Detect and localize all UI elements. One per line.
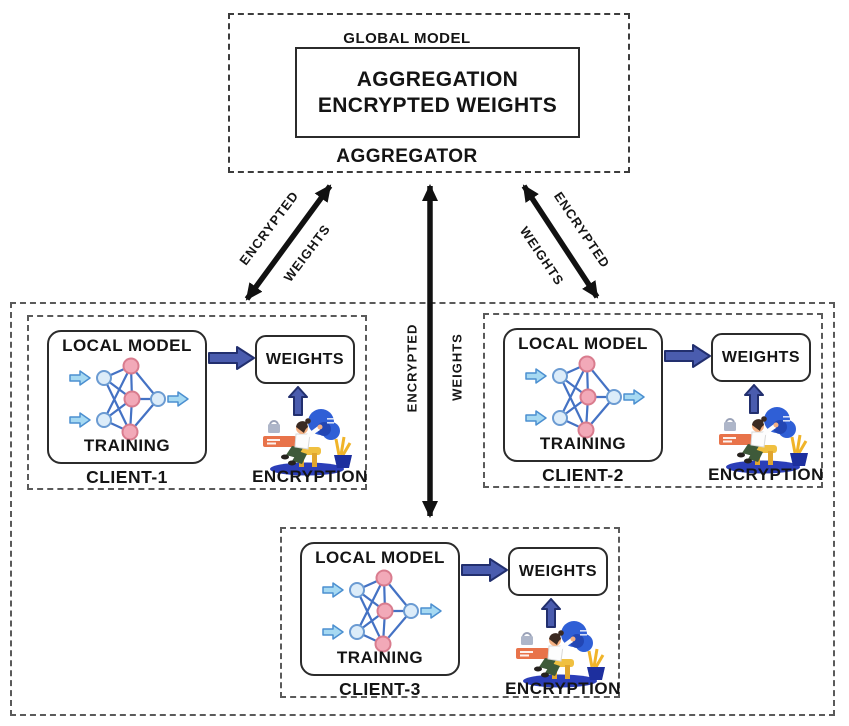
local-model-label: LOCAL MODEL: [62, 336, 192, 355]
client-3-box: LOCAL MODEL TRAINING CLIENT-3 WEIGHTS EN…: [280, 527, 620, 699]
training-label: TRAINING: [336, 648, 424, 667]
weights-box: WEIGHTS: [508, 547, 608, 596]
right-arrow-weights-label: WEIGHTS: [516, 223, 568, 289]
weights-box: WEIGHTS: [255, 335, 355, 384]
client-name-label: CLIENT-1: [86, 467, 168, 487]
right-arrow-encrypted-label: ENCRYPTED: [550, 189, 614, 271]
local-model-box: LOCAL MODEL TRAINING: [47, 330, 207, 464]
encryption-label: ENCRYPTION: [708, 465, 824, 484]
client-name-label: CLIENT-2: [542, 465, 624, 485]
global-model-box: GLOBAL MODEL AGGREGATION ENCRYPTED WEIGH…: [228, 13, 630, 173]
client-name-label: CLIENT-3: [339, 679, 421, 699]
neural-network-graphic: [524, 355, 646, 439]
weights-flow-arrow-icon: [208, 346, 255, 370]
left-arrow-encrypted-label: ENCRYPTED: [236, 188, 302, 268]
encryption-label: ENCRYPTION: [505, 679, 621, 698]
aggregation-box: AGGREGATION ENCRYPTED WEIGHTS: [295, 47, 580, 138]
neural-network-graphic: [68, 357, 190, 441]
local-model-label: LOCAL MODEL: [315, 548, 445, 567]
aggregation-line2: ENCRYPTED WEIGHTS: [317, 93, 558, 117]
aggregation-line1: AGGREGATION: [356, 67, 519, 91]
middle-arrow-encrypted-label: ENCRYPTED: [404, 323, 420, 413]
local-model-box: LOCAL MODEL TRAINING: [503, 328, 663, 462]
weights-box: WEIGHTS: [711, 333, 811, 382]
aggregator-label: AGGREGATOR: [336, 146, 478, 167]
weights-flow-arrow-icon: [461, 558, 508, 582]
local-model-label: LOCAL MODEL: [518, 334, 648, 353]
training-label: TRAINING: [83, 436, 171, 455]
global-model-label: GLOBAL MODEL: [343, 30, 471, 47]
training-label: TRAINING: [539, 434, 627, 453]
local-model-box: LOCAL MODEL TRAINING: [300, 542, 460, 676]
left-arrow-weights-label: WEIGHTS: [280, 221, 334, 285]
client-2-box: LOCAL MODEL TRAINING CLIENT-2 WEIGHTS EN…: [483, 313, 823, 488]
encryption-label: ENCRYPTION: [252, 467, 368, 486]
weights-flow-arrow-icon: [664, 344, 711, 368]
neural-network-graphic: [321, 569, 443, 653]
client-1-box: LOCAL MODEL TRAINING CLIENT-1 WEIGHTS EN…: [27, 315, 367, 490]
middle-arrow-weights-label: WEIGHTS: [449, 333, 465, 401]
